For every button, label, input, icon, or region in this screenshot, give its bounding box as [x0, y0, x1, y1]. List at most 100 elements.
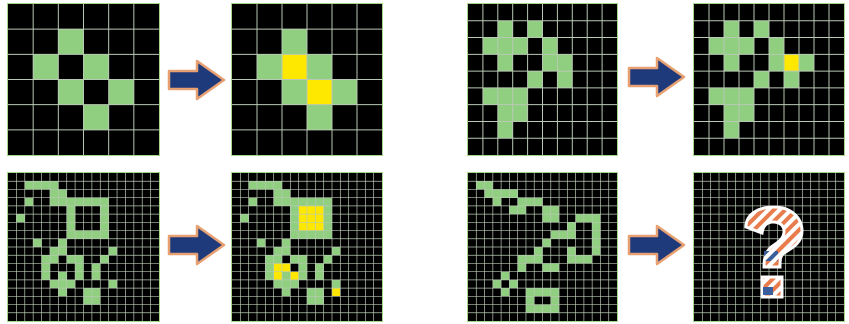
filled-cell: [526, 288, 534, 296]
filled-cell: [324, 206, 332, 214]
filled-cell: [543, 288, 551, 296]
filled-cell: [100, 255, 108, 263]
filled-cell: [513, 88, 528, 105]
filled-cell: [58, 239, 66, 247]
filled-cell: [299, 272, 307, 280]
filled-cell: [543, 239, 551, 247]
filled-cell: [265, 272, 273, 280]
filled-cell: [307, 231, 315, 239]
highlighted-cell: [274, 272, 282, 280]
filled-cell: [324, 222, 332, 230]
right-arrow-icon: [627, 223, 687, 267]
filled-cell: [84, 198, 92, 206]
filled-cell: [709, 38, 724, 55]
filled-cell: [315, 263, 323, 271]
filled-cell: [724, 105, 739, 122]
filled-cell: [67, 222, 75, 230]
filled-cell: [92, 272, 100, 280]
filled-cell: [67, 206, 75, 214]
filled-cell: [483, 88, 498, 105]
highlighted-cell: [299, 206, 307, 214]
filled-cell: [526, 305, 534, 313]
filled-cell: [75, 231, 83, 239]
filled-cell: [315, 272, 323, 280]
filled-cell: [307, 105, 332, 130]
filled-cell: [315, 231, 323, 239]
filled-cell: [290, 214, 298, 222]
filled-cell: [282, 80, 307, 105]
filled-cell: [240, 214, 248, 222]
filled-cell: [483, 38, 498, 55]
filled-cell: [498, 21, 513, 38]
filled-cell: [58, 29, 83, 54]
filled-cell: [534, 288, 542, 296]
filled-cell: [551, 231, 559, 239]
filled-cell: [67, 255, 75, 263]
filled-cell: [42, 181, 50, 189]
highlighted-cell: [299, 222, 307, 230]
filled-cell: [282, 239, 290, 247]
highlighted-cell: [332, 288, 340, 296]
filled-cell: [324, 231, 332, 239]
filled-cell: [100, 231, 108, 239]
filled-cell: [513, 38, 528, 55]
bottom-left-output-grid: [231, 172, 383, 322]
filled-cell: [84, 105, 109, 130]
filled-cell: [784, 71, 799, 88]
filled-cell: [534, 198, 542, 206]
highlighted-cell: [315, 214, 323, 222]
filled-cell: [584, 255, 592, 263]
filled-cell: [518, 206, 526, 214]
filled-cell: [282, 280, 290, 288]
filled-cell: [50, 255, 58, 263]
filled-cell: [58, 288, 66, 296]
filled-cell: [290, 255, 298, 263]
filled-cell: [526, 198, 534, 206]
filled-cell: [58, 80, 83, 105]
filled-cell: [299, 255, 307, 263]
top-left-output-grid: [231, 3, 383, 156]
filled-cell: [75, 255, 83, 263]
right-arrow-icon: [627, 55, 687, 99]
filled-cell: [493, 198, 501, 206]
top-right-input-grid-svg: [468, 4, 617, 155]
filled-cell: [299, 231, 307, 239]
filled-cell: [249, 198, 257, 206]
filled-cell: [109, 80, 134, 105]
filled-cell: [551, 214, 559, 222]
filled-cell: [282, 198, 290, 206]
filled-cell: [282, 288, 290, 296]
filled-cell: [265, 255, 273, 263]
filled-cell: [769, 54, 784, 71]
filled-cell: [58, 280, 66, 288]
filled-cell: [592, 214, 600, 222]
filled-cell: [551, 206, 559, 214]
filled-cell: [501, 272, 509, 280]
filled-cell: [513, 105, 528, 122]
bottom-left-input-grid-svg: [8, 173, 159, 321]
filled-cell: [67, 214, 75, 222]
filled-cell: [543, 305, 551, 313]
filled-cell: [769, 38, 784, 55]
question-mark-icon: [742, 205, 804, 301]
filled-cell: [307, 288, 315, 296]
filled-cell: [493, 280, 501, 288]
filled-cell: [257, 181, 265, 189]
highlighted-cell: [290, 272, 298, 280]
filled-cell: [274, 255, 282, 263]
filled-cell: [739, 88, 754, 105]
right-arrow-icon: [167, 223, 227, 267]
bottom-right-input-grid-svg: [468, 173, 617, 321]
filled-cell: [50, 280, 58, 288]
filled-cell: [282, 189, 290, 197]
filled-cell: [534, 247, 542, 255]
filled-cell: [42, 272, 50, 280]
filled-cell: [739, 105, 754, 122]
filled-cell: [543, 54, 558, 71]
filled-cell: [100, 206, 108, 214]
filled-cell: [509, 189, 517, 197]
filled-cell: [67, 231, 75, 239]
filled-cell: [498, 105, 513, 122]
filled-cell: [290, 206, 298, 214]
filled-cell: [100, 198, 108, 206]
